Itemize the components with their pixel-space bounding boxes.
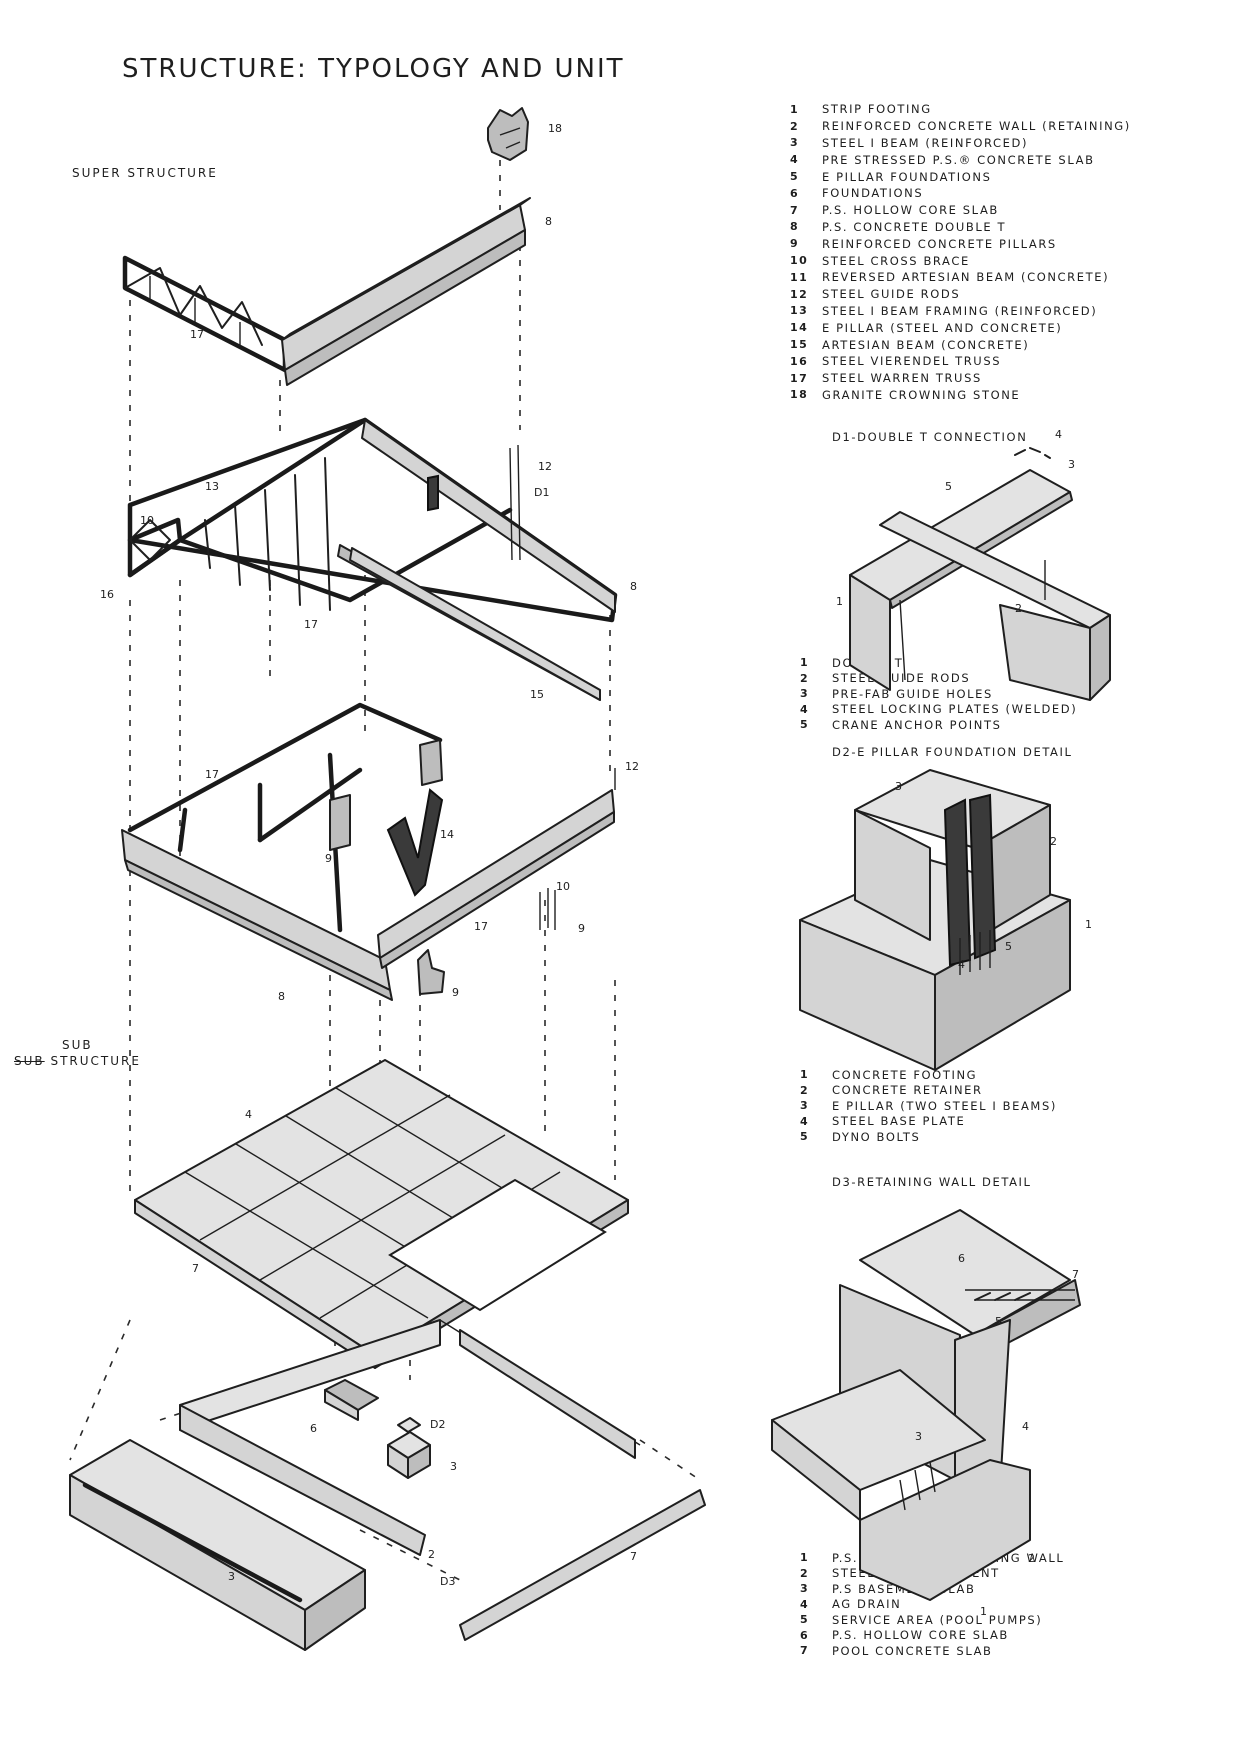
sub-structure-label-line1: SUB [62, 1038, 93, 1052]
d3-tag-6: 6 [958, 1252, 965, 1265]
tag-6: 6 [310, 1422, 317, 1435]
double-t-beam-top [281, 197, 531, 386]
hollow-core-slab-floor [134, 1059, 629, 1369]
tag-7-bottom: 7 [630, 1550, 637, 1563]
tag-9-b: 9 [452, 986, 459, 999]
d1-tag-4: 4 [1055, 428, 1062, 441]
d3-tag-1: 1 [980, 1605, 987, 1618]
struck-sub-word: SUB [14, 1054, 45, 1068]
tag-9-c: 9 [578, 922, 585, 935]
d3-tag-4: 4 [1022, 1420, 1029, 1433]
d1-title: D1-DOUBLE T CONNECTION [832, 430, 1028, 444]
sub-structure-label-line2: SUB STRUCTURE [14, 1054, 141, 1068]
page-title: STRUCTURE: TYPOLOGY AND UNIT [122, 54, 625, 84]
d3-tag-7: 7 [1072, 1268, 1079, 1281]
detail-d1-double-t [849, 447, 1111, 701]
tag-10: 10 [140, 514, 154, 527]
d3-tag-3: 3 [915, 1430, 922, 1443]
tag-17-top: 17 [190, 328, 204, 341]
d3-tag-5: 5 [995, 1315, 1002, 1328]
tag-15: 15 [530, 688, 544, 701]
granite-crowning-stone [487, 107, 529, 161]
tag-8-mid: 8 [630, 580, 637, 593]
tag-16: 16 [100, 588, 114, 601]
d2-tag-1: 1 [1085, 918, 1092, 931]
tag-9-a: 9 [325, 852, 332, 865]
tag-17-lower: 17 [205, 768, 219, 781]
tag-3-footing: 3 [450, 1460, 457, 1473]
tag-17-right: 17 [474, 920, 488, 933]
tag-3-wall: 3 [228, 1570, 235, 1583]
tag-12-top: 12 [538, 460, 552, 473]
d2-title: D2-E PILLAR FOUNDATION DETAIL [832, 745, 1073, 759]
d2-tag-2: 2 [1050, 835, 1057, 848]
d1-tag-2: 2 [1015, 602, 1022, 615]
detail-d2-e-pillar-foundation [799, 769, 1071, 1071]
structure-word: STRUCTURE [50, 1054, 141, 1068]
d3-tag-2: 2 [1028, 1552, 1035, 1565]
d3-title: D3-RETAINING WALL DETAIL [832, 1175, 1032, 1189]
tag-2: 2 [428, 1548, 435, 1561]
d2-tag-3: 3 [895, 780, 902, 793]
tag-8-top: 8 [545, 215, 552, 228]
detail-d3-retaining-wall [771, 1209, 1081, 1601]
super-structure-label: SUPER STRUCTURE [72, 166, 218, 180]
tag-d2: D2 [430, 1418, 445, 1431]
tag-13: 13 [205, 480, 219, 493]
d1-tag-5: 5 [945, 480, 952, 493]
warren-truss-17 [122, 255, 288, 373]
d2-tag-4: 4 [958, 958, 965, 971]
tag-7-slab: 7 [192, 1262, 199, 1275]
tag-12-lower: 12 [625, 760, 639, 773]
tag-4: 4 [245, 1108, 252, 1121]
d2-tag-5: 5 [1005, 940, 1012, 953]
tag-8-lower: 8 [278, 990, 285, 1003]
tag-14: 14 [440, 828, 454, 841]
tag-10-lower: 10 [556, 880, 570, 893]
tag-d3: D3 [440, 1575, 455, 1588]
d1-tag-3: 3 [1068, 458, 1075, 471]
pillar-beam-level [121, 702, 616, 1001]
tag-d1: D1 [534, 486, 549, 499]
substructure-foundations [69, 1319, 706, 1651]
tag-17-mid: 17 [304, 618, 318, 631]
steel-framing-level [127, 417, 618, 701]
d1-tag-1: 1 [836, 595, 843, 608]
tag-18: 18 [548, 122, 562, 135]
